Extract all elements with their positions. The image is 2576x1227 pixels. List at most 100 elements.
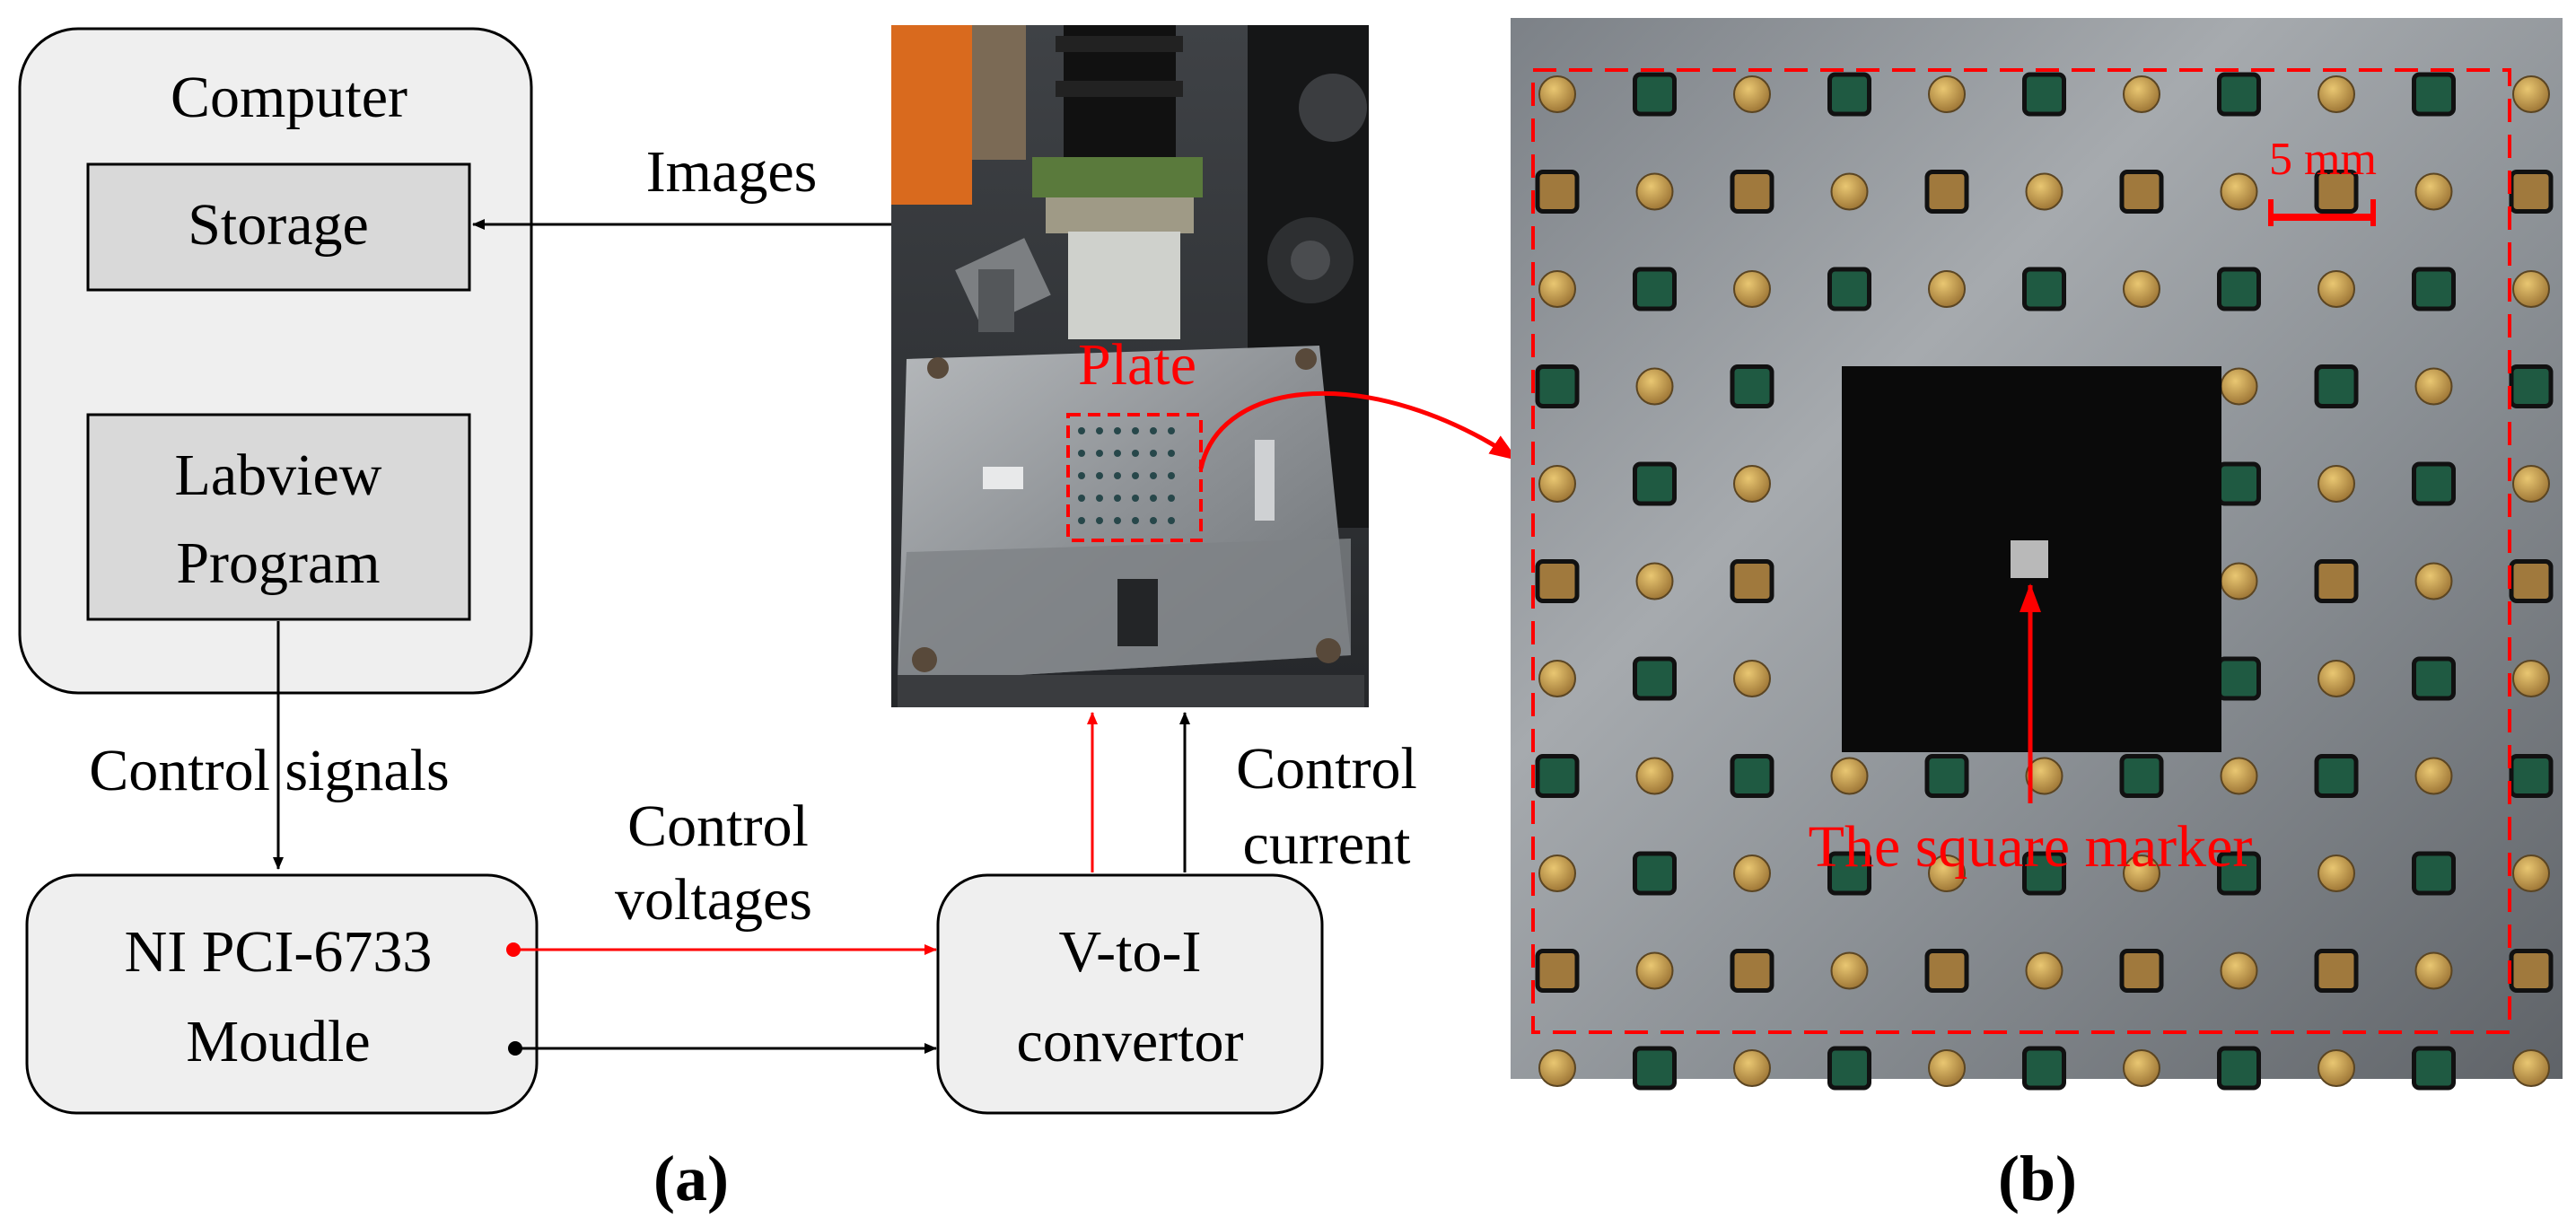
square-coil bbox=[2412, 461, 2456, 506]
round-magnet bbox=[1635, 757, 1674, 795]
square-coil bbox=[2509, 949, 2554, 993]
round-magnet bbox=[1733, 75, 1771, 113]
square-coil bbox=[2412, 851, 2456, 896]
round-magnet bbox=[2414, 367, 2453, 406]
round-magnet bbox=[2123, 855, 2160, 892]
round-magnet bbox=[1538, 660, 1576, 697]
square-coil bbox=[2412, 267, 2456, 311]
zoom-arrow bbox=[1198, 390, 1519, 469]
square-coil bbox=[2217, 1046, 2261, 1091]
square-coil bbox=[1633, 851, 1677, 896]
round-magnet bbox=[1635, 172, 1674, 211]
square-coil bbox=[2022, 851, 2066, 896]
round-magnet bbox=[1733, 270, 1771, 308]
round-magnet bbox=[2318, 465, 2355, 503]
ni-module-label-line2: Moudle bbox=[186, 1009, 370, 1074]
round-magnet bbox=[1635, 367, 1674, 406]
square-coil bbox=[1535, 170, 1580, 214]
round-magnet bbox=[1830, 172, 1869, 211]
square-coil bbox=[2314, 170, 2359, 214]
square-coil bbox=[2314, 559, 2359, 603]
square-coil bbox=[2119, 754, 2164, 798]
round-magnet bbox=[1733, 465, 1771, 503]
round-magnet bbox=[2512, 75, 2550, 113]
square-coil bbox=[1924, 949, 1969, 993]
round-magnet bbox=[2512, 660, 2550, 697]
round-magnet bbox=[1635, 951, 1674, 990]
round-magnet bbox=[1830, 757, 1869, 795]
square-coil bbox=[1633, 72, 1677, 117]
round-magnet bbox=[1928, 75, 1966, 113]
square-coil bbox=[1827, 267, 1871, 311]
converter-label-line2: convertor bbox=[1017, 1009, 1244, 1074]
images-label: Images bbox=[646, 139, 818, 205]
round-magnet bbox=[2414, 951, 2453, 990]
round-magnet bbox=[2123, 270, 2160, 308]
square-coil bbox=[2314, 754, 2359, 798]
plate-label: Plate bbox=[1078, 332, 1196, 398]
square-coil bbox=[1535, 559, 1580, 603]
round-magnet bbox=[1928, 270, 1966, 308]
round-magnet bbox=[2318, 1049, 2355, 1087]
storage-label: Storage bbox=[188, 192, 369, 258]
round-magnet bbox=[1538, 75, 1576, 113]
square-coil bbox=[1730, 949, 1774, 993]
converter-box bbox=[936, 873, 1324, 1115]
round-magnet bbox=[2025, 757, 2063, 795]
square-coil bbox=[1535, 949, 1580, 993]
round-magnet bbox=[2414, 757, 2453, 795]
round-magnet bbox=[2512, 465, 2550, 503]
square-coil bbox=[2509, 364, 2554, 408]
control-current-label-line1: Control bbox=[1236, 736, 1417, 802]
square-marker bbox=[2011, 540, 2048, 578]
square-coil bbox=[2119, 170, 2164, 214]
round-magnet bbox=[2414, 562, 2453, 600]
square-coil bbox=[1730, 559, 1774, 603]
square-coil bbox=[1924, 754, 1969, 798]
ni-module-box bbox=[25, 873, 539, 1115]
round-magnet bbox=[1928, 855, 1966, 892]
round-magnet bbox=[1928, 1049, 1966, 1087]
round-magnet bbox=[2318, 660, 2355, 697]
square-coil bbox=[2022, 72, 2066, 117]
converter-label-line1: V-to-I bbox=[1059, 919, 1202, 985]
plate-magnet-grid bbox=[1535, 72, 2554, 1091]
round-magnet bbox=[2025, 172, 2063, 211]
round-magnet bbox=[2220, 172, 2258, 211]
round-magnet bbox=[2220, 757, 2258, 795]
square-coil bbox=[2509, 559, 2554, 603]
round-magnet bbox=[1733, 660, 1771, 697]
square-coil bbox=[2217, 267, 2261, 311]
round-magnet bbox=[2318, 75, 2355, 113]
square-coil bbox=[1633, 267, 1677, 311]
square-coil bbox=[2314, 364, 2359, 408]
ni-module-label-line1: NI PCI-6733 bbox=[125, 919, 433, 985]
scale-label: 5 mm bbox=[2269, 134, 2377, 185]
round-magnet bbox=[2025, 951, 2063, 990]
square-coil bbox=[1633, 1046, 1677, 1091]
panel-a: Computer Storage Labview Program Images … bbox=[18, 25, 1519, 1214]
computer-title: Computer bbox=[171, 65, 407, 130]
round-magnet bbox=[1733, 1049, 1771, 1087]
square-coil bbox=[2217, 851, 2261, 896]
square-coil bbox=[1827, 72, 1871, 117]
round-magnet bbox=[2220, 951, 2258, 990]
labview-program-label-line2: Program bbox=[176, 530, 380, 596]
square-coil bbox=[2509, 754, 2554, 798]
caption-a: (a) bbox=[653, 1143, 729, 1214]
square-coil bbox=[1535, 754, 1580, 798]
square-coil bbox=[2509, 170, 2554, 214]
square-coil bbox=[1730, 170, 1774, 214]
square-coil bbox=[2119, 949, 2164, 993]
square-coil bbox=[1633, 656, 1677, 701]
square-coil bbox=[1827, 851, 1871, 896]
square-coil bbox=[1730, 364, 1774, 408]
square-coil bbox=[1535, 364, 1580, 408]
square-coil bbox=[1924, 170, 1969, 214]
control-voltages-label-line1: Control bbox=[627, 793, 809, 859]
square-coil bbox=[2314, 949, 2359, 993]
plate-boundary-outline bbox=[1531, 68, 2511, 1034]
round-magnet bbox=[2318, 855, 2355, 892]
round-magnet bbox=[2220, 367, 2258, 406]
square-coil bbox=[2217, 72, 2261, 117]
